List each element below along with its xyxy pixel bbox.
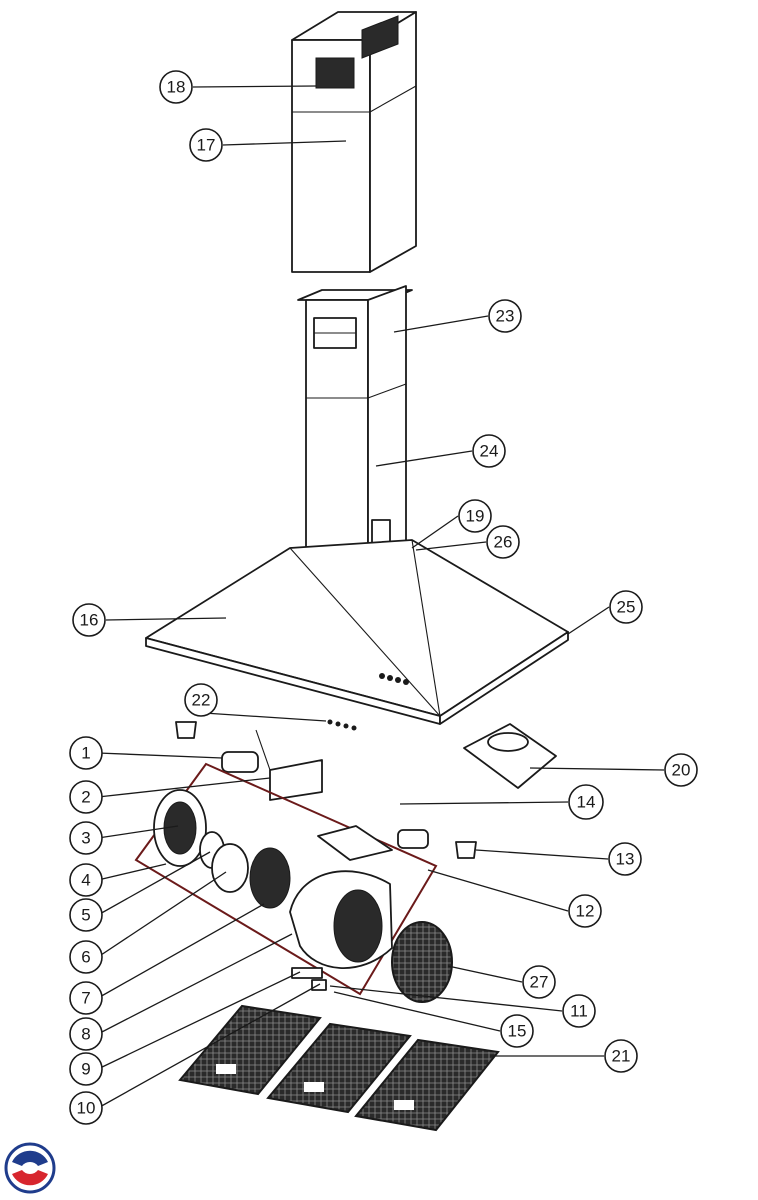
callout-label: 15 [508,1022,527,1041]
control-buttons [379,673,409,685]
callout-label: 22 [192,691,211,710]
callout-25: 25 [609,590,643,624]
callout-20: 20 [664,753,698,787]
callout-label: 2 [81,788,90,807]
callout-4: 4 [69,863,103,897]
callout-label: 26 [494,533,513,552]
callout-label: 3 [81,829,90,848]
callout-22: 22 [184,683,218,717]
brand-logo-icon [4,1142,56,1194]
callout-19: 19 [458,499,492,533]
callout-label: 9 [81,1060,90,1079]
callout-label: 21 [612,1047,631,1066]
callout-label: 12 [576,902,595,921]
callout-6: 6 [69,940,103,974]
callout-label: 5 [81,906,90,925]
callout-8: 8 [69,1017,103,1051]
callout-18: 18 [159,70,193,104]
callout-label: 11 [570,1002,588,1021]
hood-canopy-part [145,539,569,725]
callout-12: 12 [568,894,602,928]
callout-label: 6 [81,948,90,967]
callout-9: 9 [69,1052,103,1086]
callout-label: 1 [81,744,90,763]
callout-label: 20 [672,761,691,780]
callout-label: 7 [81,989,90,1008]
callout-5: 5 [69,898,103,932]
callout-label: 14 [577,793,596,812]
callout-label: 19 [466,507,485,526]
callout-label: 27 [530,973,549,992]
callout-label: 17 [197,136,216,155]
callout-label: 24 [480,442,499,461]
callout-label: 8 [81,1025,90,1044]
callout-21: 21 [604,1039,638,1073]
callout-3: 3 [69,821,103,855]
callout-16: 16 [72,603,106,637]
callouts: 18 17 23 24 19 26 16 25 22 1 20 [69,70,698,1125]
callout-label: 25 [617,598,636,617]
callout-24: 24 [472,434,506,468]
callout-11: 11 [562,994,596,1028]
callout-label: 13 [616,850,635,869]
callout-10: 10 [69,1091,103,1125]
callout-17: 17 [189,128,223,162]
lower-chimney-part [297,285,413,561]
upper-chimney-part [291,11,417,273]
small-parts [175,719,557,859]
callout-2: 2 [69,780,103,814]
blower-parts [153,789,453,1003]
callout-27: 27 [522,965,556,999]
callout-26: 26 [486,525,520,559]
callout-13: 13 [608,842,642,876]
leader-lines [97,85,665,1109]
callout-label: 4 [81,871,90,890]
callout-15: 15 [500,1014,534,1048]
callout-label: 18 [167,78,186,97]
callout-7: 7 [69,981,103,1015]
grease-filters [178,1004,500,1132]
callout-1: 1 [69,736,103,770]
callout-label: 16 [80,611,99,630]
callout-label: 10 [77,1099,96,1118]
callout-23: 23 [488,299,522,333]
callout-14: 14 [568,784,604,820]
callout-label: 23 [496,307,515,326]
